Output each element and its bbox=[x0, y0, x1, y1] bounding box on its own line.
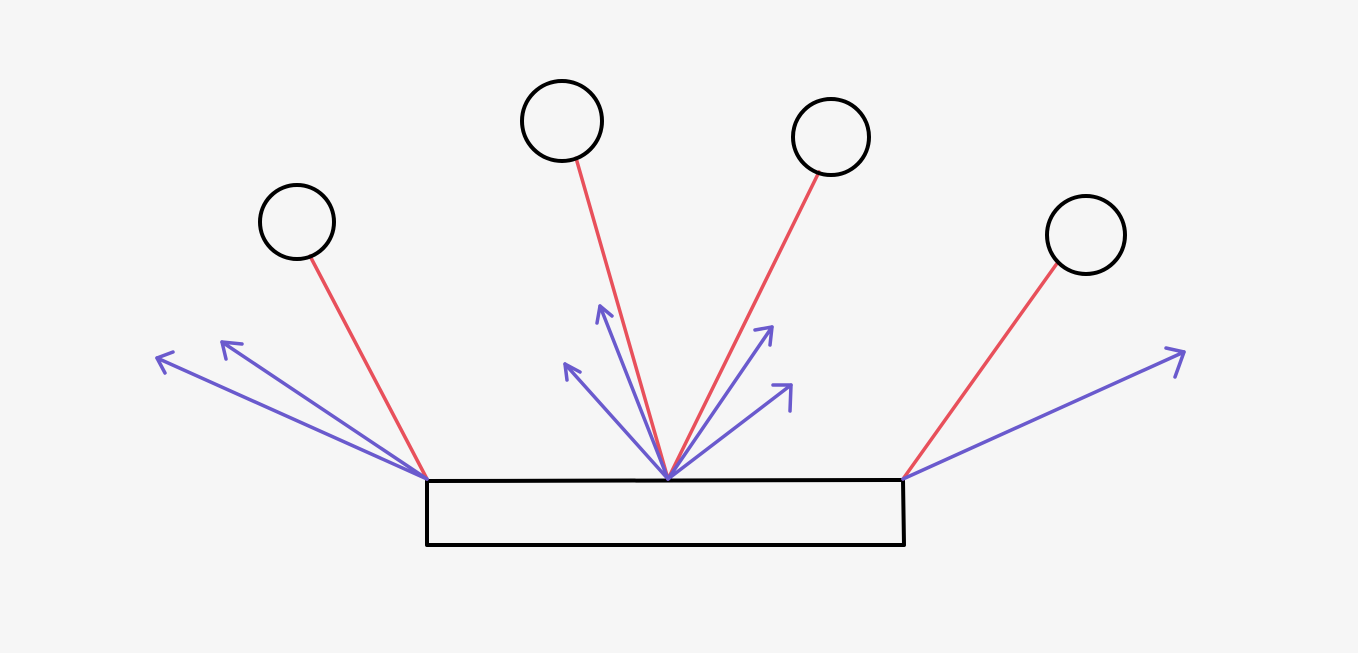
node-circle-1 bbox=[258, 183, 336, 261]
connector-group bbox=[308, 156, 1060, 481]
arrow-center-4 bbox=[666, 383, 793, 481]
arrow-left-1 bbox=[155, 350, 429, 481]
arrow-center-3 bbox=[666, 325, 774, 481]
node-circle-4 bbox=[1045, 194, 1127, 276]
arrow-group bbox=[155, 304, 1186, 481]
arrow-center-2 bbox=[595, 304, 670, 481]
connector-line-1 bbox=[308, 254, 429, 481]
connector-line-4 bbox=[901, 260, 1060, 481]
connector-line-3 bbox=[666, 170, 821, 481]
node-circle-2 bbox=[520, 79, 604, 163]
arrow-left-2 bbox=[220, 340, 429, 481]
base-rectangle bbox=[425, 478, 906, 547]
node-group bbox=[258, 79, 1127, 276]
arrow-center-1 bbox=[563, 362, 670, 481]
connector-line-2 bbox=[574, 156, 670, 481]
node-circle-3 bbox=[791, 97, 871, 177]
arrow-right-1 bbox=[901, 346, 1186, 481]
